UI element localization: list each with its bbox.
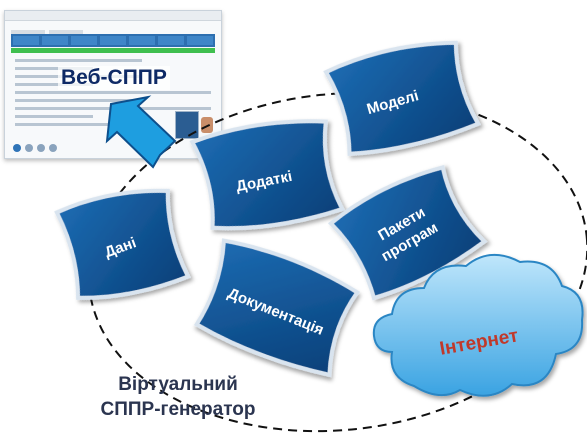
internet-cloud	[372, 254, 584, 397]
mini-status-bar	[11, 48, 215, 53]
tile-data	[54, 188, 191, 300]
generator-caption: Віртуальний СППР-генератор	[78, 372, 278, 422]
mini-titlebar	[5, 11, 221, 21]
mini-thumbnail	[175, 111, 199, 139]
tile-models	[323, 40, 481, 156]
tile-apps	[189, 119, 346, 231]
mini-avatar	[201, 117, 213, 133]
arrow-to-web-dss	[105, 95, 177, 169]
mini-nav-dots	[13, 144, 57, 152]
web-dss-label: Веб-СППР	[58, 66, 170, 90]
caption-line-2: СППР-генератор	[100, 399, 256, 420]
mini-tabs	[11, 23, 215, 36]
tile-docs	[193, 238, 361, 378]
caption-line-1: Віртуальний	[118, 374, 238, 395]
mini-toolbar	[11, 34, 215, 47]
tile-packages	[327, 164, 488, 301]
web-app-screenshot	[4, 10, 222, 159]
